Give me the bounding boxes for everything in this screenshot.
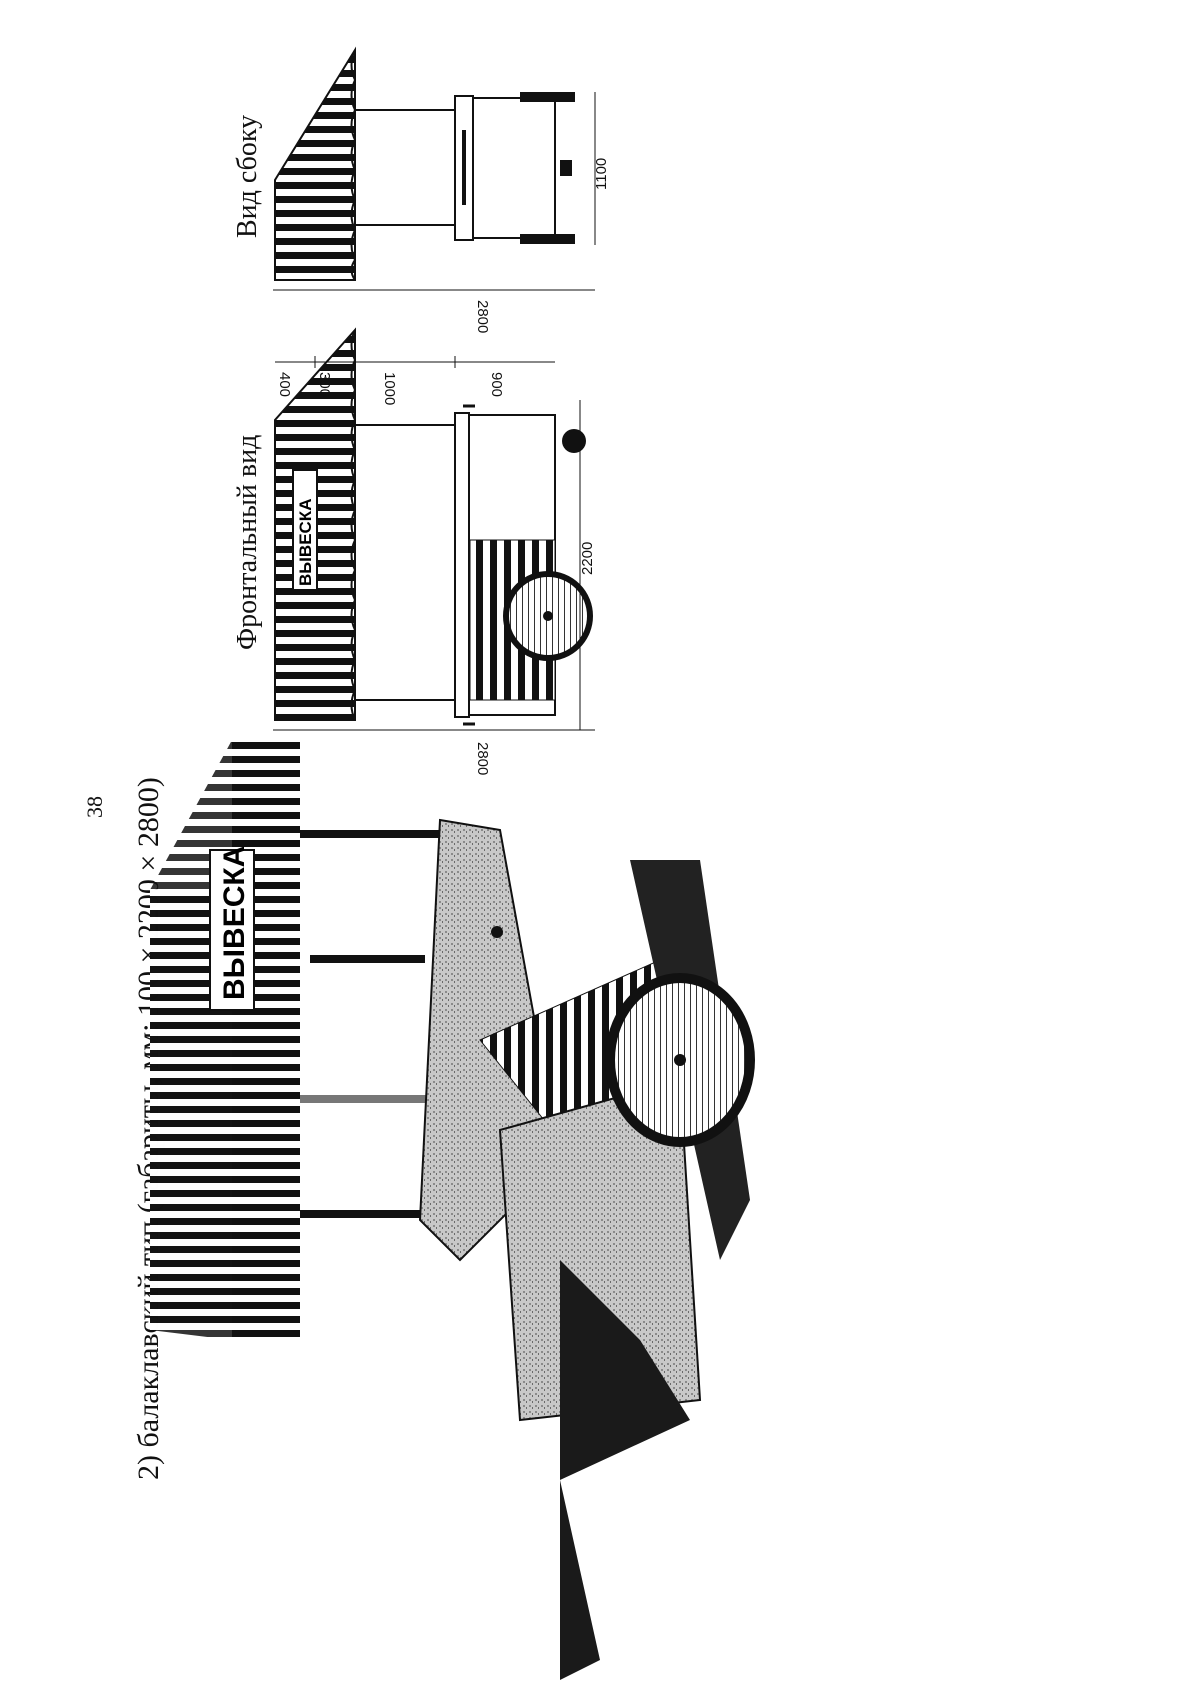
dim-depth: 1100 xyxy=(593,158,610,190)
dim-counter: 900 xyxy=(488,372,505,397)
illustration-post-4 xyxy=(310,955,425,963)
dim-roof-top: 400 xyxy=(276,372,293,397)
side-canopy xyxy=(274,46,356,281)
front-counter-top xyxy=(454,412,470,718)
dim-roof-edge: 300 xyxy=(316,372,333,397)
front-sign-board xyxy=(292,469,318,591)
illustration-base-front xyxy=(560,1260,690,1680)
illustration-sign: ВЫВЕСКА xyxy=(209,846,255,1011)
front-caster xyxy=(562,429,586,453)
front-view-drawing: ВЫВЕСКА 2200 2800 400 300 1000 900 xyxy=(273,327,596,775)
front-wheel-hub xyxy=(543,611,553,621)
stall-illustration: ВЫВЕСКА xyxy=(150,740,755,1680)
illustration-post-3 xyxy=(300,1210,470,1218)
side-view-drawing: 2800 1100 xyxy=(273,46,610,333)
side-canopy-scallop xyxy=(350,49,357,281)
illustration-post-2 xyxy=(300,1095,465,1103)
illustration-wheel-hub xyxy=(674,1054,686,1066)
dim-width-side: 2800 xyxy=(474,300,491,333)
illustration-knob xyxy=(491,926,503,938)
illustration-sign-text: ВЫВЕСКА xyxy=(218,846,251,1000)
side-caster xyxy=(560,160,572,176)
dim-posts: 1000 xyxy=(381,372,398,405)
side-wheel-right xyxy=(520,92,575,102)
dim-width-front: 2800 xyxy=(474,742,491,775)
illustration-canopy xyxy=(150,740,300,1340)
front-sign-text: ВЫВЕСКА xyxy=(296,499,315,586)
dim-length: 2200 xyxy=(579,542,596,575)
front-canopy-scallop xyxy=(350,329,357,721)
side-wheel-left xyxy=(520,234,575,244)
illustration-post-1 xyxy=(300,830,450,838)
